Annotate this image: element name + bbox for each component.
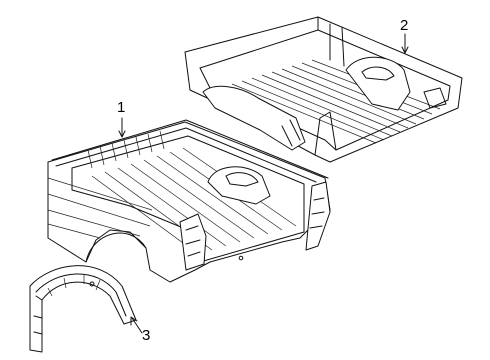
leader-lines: [118, 33, 409, 334]
part-2-bed-inner: [184, 16, 463, 163]
leader-1-head: [118, 130, 126, 138]
leader-3-head: [130, 316, 138, 326]
callout-1-label: 1: [117, 99, 126, 116]
leader-3: [131, 317, 143, 334]
leader-2-head: [401, 46, 409, 54]
part-1-pickup-box: [47, 119, 331, 283]
callout-3-label: 3: [142, 327, 151, 344]
callout-2-label: 2: [400, 17, 409, 34]
part-3-wheelhouse-liner: [29, 265, 137, 353]
